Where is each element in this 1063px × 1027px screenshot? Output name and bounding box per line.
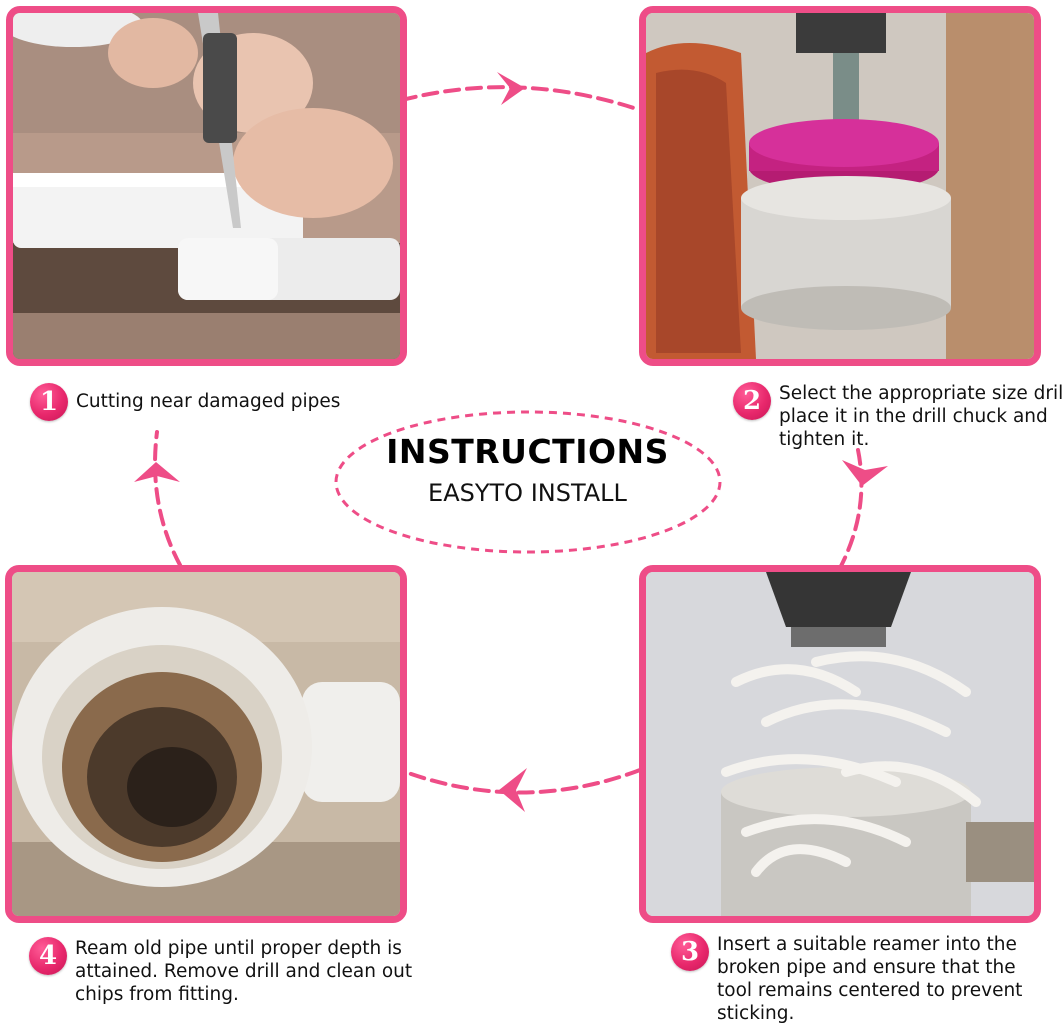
page-title: INSTRUCTIONS [386, 432, 669, 471]
step-3-image [639, 565, 1041, 923]
step-number-badge: 4 [29, 937, 67, 975]
arrow-head-top [497, 72, 525, 105]
arrow-path-bottom [398, 768, 642, 795]
step-description: Ream old pipe until proper depth is atta… [75, 938, 413, 1005]
arrow-path-top [400, 85, 642, 112]
step-1-image [6, 6, 407, 366]
step-description: Cutting near damaged pipes [76, 391, 341, 412]
arrow-head-bottom [499, 768, 527, 812]
arrow-head-right [842, 460, 888, 486]
step-description: Select the appropriate size drill, place… [779, 383, 1063, 450]
page-subtitle: EASYTO INSTALL [428, 479, 627, 507]
instructions-title-block: INSTRUCTIONS EASYTO INSTALL [335, 412, 720, 552]
step-2: 2 Select the appropriate size drill, pla… [733, 382, 1063, 451]
arrow-path-right [838, 448, 864, 570]
step-number-badge: 2 [733, 382, 771, 420]
arrow-head-left [134, 462, 180, 482]
step-4: 4 Ream old pipe until proper depth is at… [29, 937, 435, 1006]
step-3: 3 Insert a suitable reamer into the brok… [671, 933, 1052, 1025]
step-description: Insert a suitable reamer into the broken… [717, 934, 1023, 1024]
step-number-badge: 1 [30, 383, 68, 421]
step-2-image [639, 6, 1041, 366]
step-number-badge: 3 [671, 933, 709, 971]
step-1: 1 Cutting near damaged pipes [30, 383, 396, 421]
step-4-image [5, 565, 407, 923]
arrow-path-left [153, 430, 182, 567]
